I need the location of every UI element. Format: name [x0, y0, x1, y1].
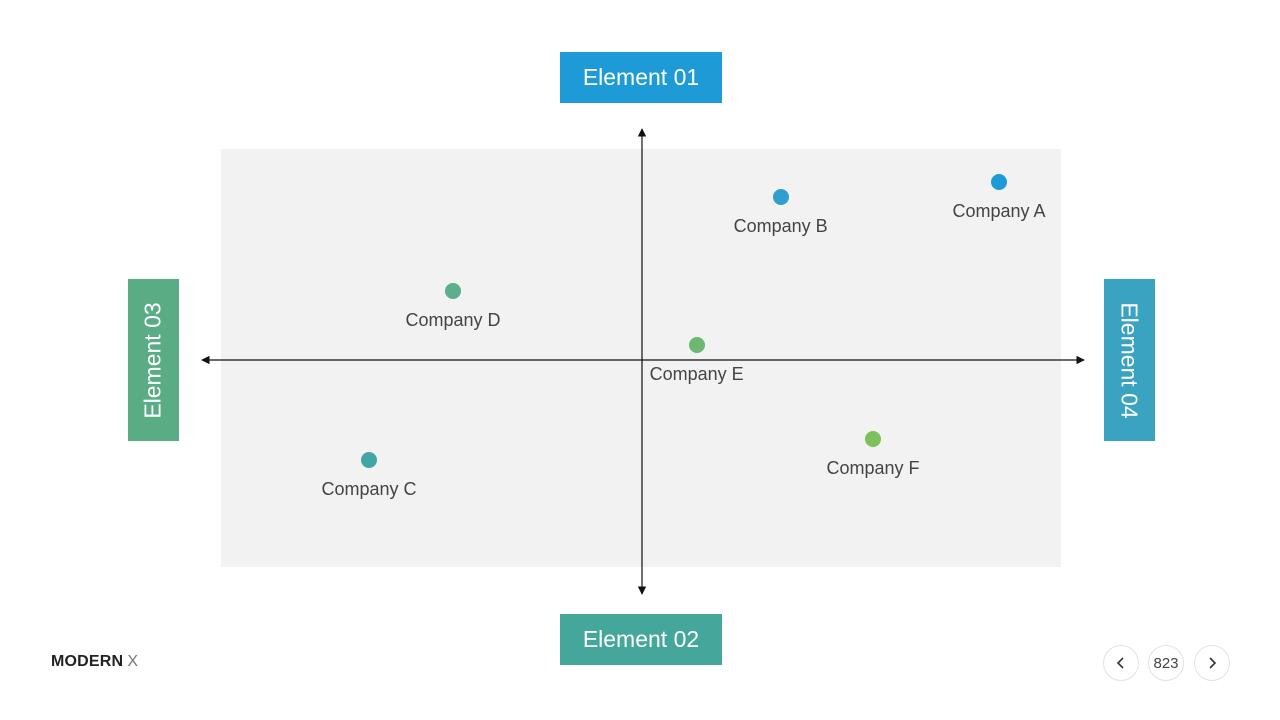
- company-label: Company F: [826, 458, 920, 479]
- element-02-label: Element 02: [560, 614, 722, 665]
- prev-page-button[interactable]: [1103, 645, 1139, 681]
- company-label: Company D: [405, 310, 501, 331]
- company-dot: [991, 174, 1007, 191]
- chevron-right-icon: [1209, 657, 1217, 669]
- company-dot: [772, 188, 789, 205]
- company-label: Company E: [649, 364, 744, 385]
- element-03-text: Element 03: [140, 301, 167, 419]
- element-04-text: Element 04: [1117, 301, 1144, 419]
- company-label: Company A: [952, 201, 1046, 222]
- brand-strong: MODERN: [51, 653, 124, 670]
- element-03-label: Element 03: [128, 279, 179, 441]
- next-page-button[interactable]: [1194, 645, 1230, 681]
- page-number: 823: [1148, 645, 1184, 681]
- company-dot: [865, 431, 881, 448]
- page-number-text: 823: [1153, 654, 1179, 672]
- element-02-text: Element 02: [582, 626, 700, 652]
- company-dot: [688, 337, 705, 354]
- company-label: Company B: [733, 215, 828, 236]
- company-label: Company C: [321, 479, 417, 500]
- chevron-left-icon: [1116, 657, 1124, 669]
- element-01-text: Element 01: [582, 64, 700, 90]
- element-04-label: Element 04: [1104, 279, 1155, 441]
- brand-light: X: [127, 653, 139, 670]
- company-dot: [361, 452, 377, 469]
- element-01-label: Element 01: [560, 52, 722, 103]
- company-dot: [445, 283, 461, 300]
